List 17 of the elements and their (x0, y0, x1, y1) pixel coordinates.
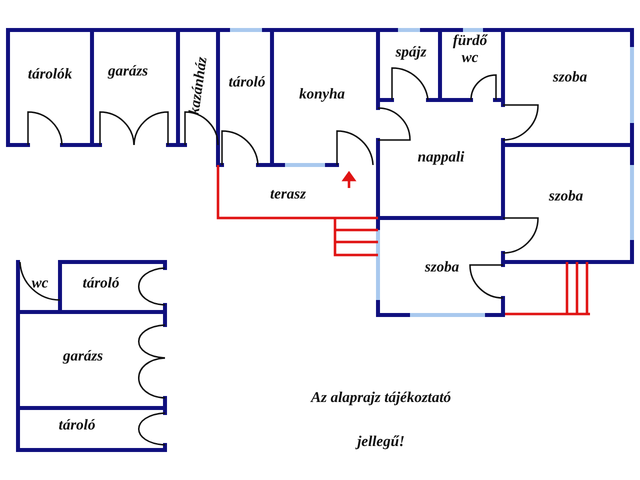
room-name: nappali (416, 150, 466, 166)
room-name: tárolók (26, 66, 74, 84)
room-name: garázs (62, 348, 104, 366)
room-name: tároló (82, 276, 120, 292)
room-name: szoba (552, 70, 588, 86)
room-name: garázs (106, 64, 149, 80)
room-name: tároló (228, 74, 266, 92)
room-name: konyha (298, 86, 346, 104)
room-name: fürdő wc (452, 33, 489, 67)
room-name: kazánház (186, 54, 212, 118)
room-name: szoba (548, 188, 584, 206)
room-name: wc (30, 276, 50, 292)
room-name: spájz (394, 44, 428, 62)
room-name: terasz (269, 186, 307, 204)
room-name: szoba (424, 260, 460, 276)
disclaimer-note: Az alaprajz tájékoztató jellegű! (309, 389, 452, 452)
room-name: tároló (58, 418, 96, 434)
